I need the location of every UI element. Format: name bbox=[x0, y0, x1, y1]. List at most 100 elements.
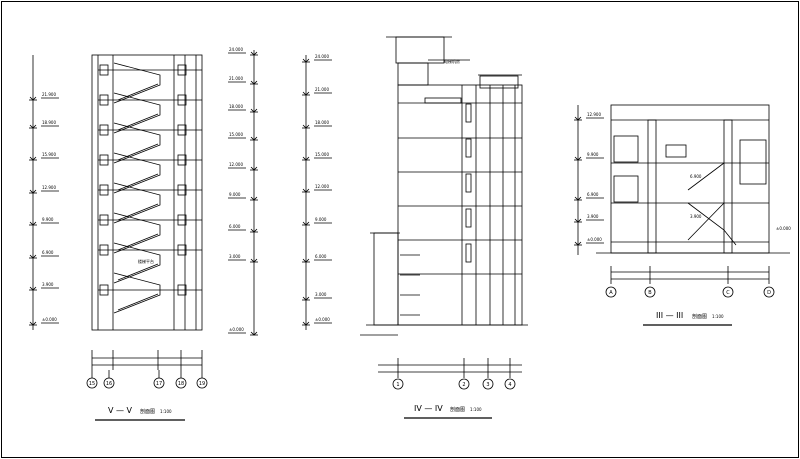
level-label: 3.900 bbox=[42, 282, 54, 287]
stair-rail bbox=[117, 173, 159, 191]
level-triangle bbox=[302, 321, 310, 326]
stair-flight bbox=[113, 122, 161, 164]
level-triangle bbox=[302, 58, 310, 63]
level-triangle bbox=[29, 156, 37, 161]
level-triangle bbox=[574, 196, 582, 201]
iii-stair-label: 3.900 bbox=[690, 214, 702, 219]
iii-section-title: III — III 剖面图 1:100 bbox=[643, 311, 732, 326]
v-axis-bubbles: 15 16 17 18 19 bbox=[86, 377, 208, 389]
window-opening bbox=[465, 103, 472, 123]
slab-beam bbox=[177, 284, 187, 296]
level-triangle bbox=[250, 331, 258, 336]
slab-beam bbox=[177, 244, 187, 256]
iii-stair-label: 6.900 bbox=[690, 174, 702, 179]
stair-rail bbox=[117, 203, 159, 221]
slab-beam bbox=[177, 64, 187, 76]
level-label: 3.000 bbox=[229, 254, 241, 259]
level-triangle bbox=[29, 124, 37, 129]
level-triangle bbox=[574, 156, 582, 161]
level-label: 12.900 bbox=[42, 185, 56, 190]
iv-section-title: IV — IV 剖面图 1:100 bbox=[404, 404, 492, 419]
section-v-v: 21.90018.90015.90012.9009.9006.9003.900±… bbox=[29, 47, 258, 378]
iii-stair-flights bbox=[613, 135, 767, 246]
stair-rail bbox=[117, 233, 159, 251]
v-title-scale: 1:100 bbox=[160, 409, 172, 414]
level-triangle bbox=[250, 196, 258, 201]
level-label: 6.000 bbox=[229, 224, 241, 229]
iv-roof-note: 电梯机房 bbox=[444, 58, 460, 64]
stair-flight bbox=[687, 202, 725, 241]
window-opening bbox=[465, 243, 472, 263]
slab-beam bbox=[99, 154, 109, 166]
level-triangle bbox=[574, 116, 582, 121]
stair-rail bbox=[117, 263, 159, 281]
level-label: 9.000 bbox=[315, 217, 327, 222]
level-label: 15.000 bbox=[315, 152, 329, 157]
iv-title-suffix: 剖面图 bbox=[450, 406, 465, 413]
stair-rail bbox=[117, 83, 159, 101]
iii-axis-bubbles: A B C D bbox=[605, 286, 775, 298]
level-triangle bbox=[302, 124, 310, 129]
level-label: 6.900 bbox=[42, 250, 54, 255]
v-axis-label: 15 bbox=[89, 381, 95, 387]
roof-parapet bbox=[424, 97, 462, 104]
iv-level-marks: 24.00021.00018.00015.00012.0009.0006.000… bbox=[302, 54, 332, 326]
level-label: 12.000 bbox=[315, 184, 329, 189]
iv-axis-bubbles: 1 2 3 4 bbox=[392, 378, 516, 390]
level-label: 6.000 bbox=[315, 254, 327, 259]
level-triangle bbox=[302, 91, 310, 96]
level-triangle bbox=[302, 221, 310, 226]
v-right-level-marks: 24.00021.00018.00015.00012.0009.0006.000… bbox=[228, 47, 258, 336]
level-triangle bbox=[302, 296, 310, 301]
iii-axis-label: C bbox=[726, 290, 730, 296]
level-label: ±0.000 bbox=[587, 237, 602, 242]
slab-beam bbox=[177, 184, 187, 196]
v-title-suffix: 剖面图 bbox=[140, 408, 155, 415]
level-triangle bbox=[250, 108, 258, 113]
slab-beam bbox=[99, 64, 109, 76]
slab-beam bbox=[99, 244, 109, 256]
iii-side-note: ±0.000 bbox=[776, 226, 791, 231]
level-label: 9.900 bbox=[587, 152, 599, 157]
level-label: 24.000 bbox=[315, 54, 329, 59]
slab-beam bbox=[177, 94, 187, 106]
stair-flight bbox=[113, 182, 161, 224]
level-label: 15.000 bbox=[229, 132, 243, 137]
level-label: 6.900 bbox=[587, 192, 599, 197]
stair-landing bbox=[665, 144, 687, 158]
level-triangle bbox=[29, 321, 37, 326]
level-label: 18.000 bbox=[229, 104, 243, 109]
level-label: 15.900 bbox=[42, 152, 56, 157]
v-left-level-marks: 21.90018.90015.90012.9009.9006.9003.900±… bbox=[29, 92, 59, 326]
slab-beam bbox=[177, 214, 187, 226]
slab-beam bbox=[99, 94, 109, 106]
level-label: ±0.000 bbox=[42, 317, 57, 322]
stair-flight bbox=[113, 152, 161, 194]
level-triangle bbox=[302, 258, 310, 263]
slab-beam bbox=[99, 124, 109, 136]
slab-beam bbox=[177, 154, 187, 166]
stair-rail bbox=[117, 113, 159, 131]
level-label: 18.000 bbox=[315, 120, 329, 125]
window-opening bbox=[465, 138, 472, 158]
iv-axis-label: 2 bbox=[462, 382, 465, 388]
level-triangle bbox=[29, 189, 37, 194]
level-triangle bbox=[29, 96, 37, 101]
window-opening bbox=[465, 173, 472, 193]
iii-axis-label: B bbox=[648, 290, 652, 296]
level-label: 3.900 bbox=[587, 214, 599, 219]
level-label: 18.900 bbox=[42, 120, 56, 125]
level-label: 12.000 bbox=[229, 162, 243, 167]
wall-opening bbox=[739, 139, 767, 185]
iii-axis-label: A bbox=[609, 290, 613, 296]
level-label: 24.000 bbox=[229, 47, 243, 52]
level-label: ±0.000 bbox=[229, 327, 244, 332]
stair-rail bbox=[117, 293, 159, 311]
wall-opening bbox=[613, 175, 639, 203]
iii-title-suffix: 剖面图 bbox=[692, 313, 707, 320]
level-label: 21.000 bbox=[229, 76, 243, 81]
window-opening bbox=[465, 208, 472, 228]
